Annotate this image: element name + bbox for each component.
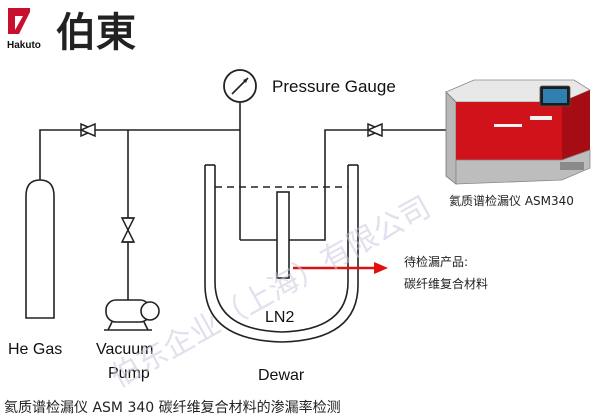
pressure-gauge-label: Pressure Gauge bbox=[272, 77, 396, 96]
he-gas-label: He Gas bbox=[8, 341, 62, 358]
asm340-device-icon bbox=[445, 79, 591, 185]
pressure-gauge-icon bbox=[223, 69, 257, 103]
valve-right bbox=[366, 122, 384, 138]
dewar-label: Dewar bbox=[258, 367, 305, 384]
valve-left bbox=[79, 122, 97, 138]
logo-cjk: 伯東 bbox=[56, 10, 136, 56]
figure-caption: 氦质谱检漏仪 ASM 340 碳纤维复合材料的渗漏率检测 bbox=[4, 399, 341, 416]
arrow-to-product bbox=[293, 262, 388, 274]
he-gas-cylinder-icon bbox=[25, 179, 55, 319]
dewar-icon bbox=[204, 164, 359, 343]
logo-latin: Hakuto bbox=[7, 40, 41, 51]
vacuum-pump-icon bbox=[104, 299, 160, 331]
product-label-line1: 待检漏产品: bbox=[404, 254, 468, 269]
piping bbox=[39, 102, 450, 302]
ln2-label: LN2 bbox=[265, 309, 294, 326]
product-label-line2: 碳纤维复合材料 bbox=[404, 276, 488, 291]
detector-label: 氦质谱检漏仪 ASM340 bbox=[449, 193, 574, 208]
valve-pump bbox=[120, 217, 136, 243]
vacuum-label: Vacuum bbox=[96, 341, 154, 358]
sample-rod bbox=[276, 191, 290, 279]
logo-mark-white-icon bbox=[15, 16, 23, 30]
hakuto-logo: Hakuto 伯東 bbox=[7, 8, 136, 56]
pump-label: Pump bbox=[108, 365, 150, 382]
watermark-text: 伯东企业（上海）有限公司 bbox=[105, 190, 437, 395]
